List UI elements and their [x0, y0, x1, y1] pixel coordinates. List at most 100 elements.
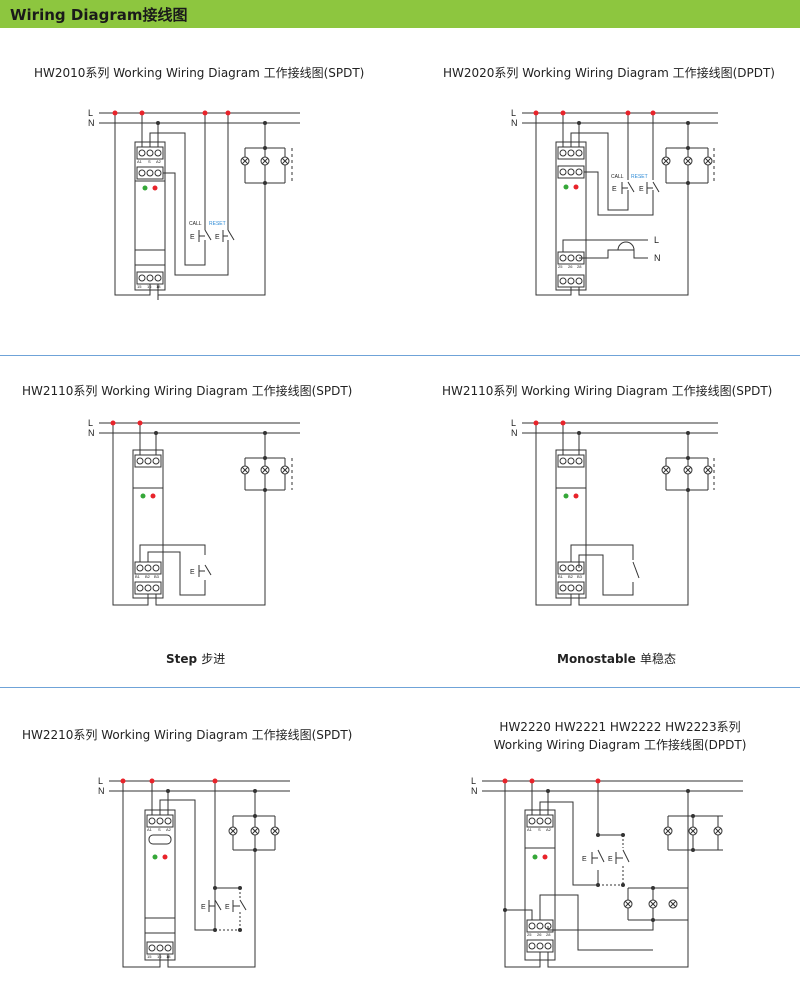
section-divider: [0, 355, 800, 356]
svg-text:B1: B1: [558, 574, 564, 579]
svg-text:S: S: [148, 159, 151, 164]
status-led-red: [162, 854, 168, 860]
svg-text:B3: B3: [154, 574, 160, 579]
svg-text:E: E: [582, 856, 587, 863]
svg-text:A2: A2: [156, 159, 162, 164]
wiring-diagram-hw2020: L N 25 26 28 L N CALL RESET E E: [511, 108, 718, 296]
n-label: N: [88, 118, 95, 128]
wiring-diagram-hw2220: L N A1 S A2 25 26 28 E E: [471, 776, 743, 968]
svg-text:L: L: [654, 235, 659, 245]
svg-text:E: E: [608, 856, 613, 863]
svg-text:A1: A1: [527, 827, 533, 832]
status-led-green: [142, 185, 148, 191]
caption-hw2110-step: HW2110系列 Working Wiring Diagram 工作接线图(SP…: [22, 384, 353, 398]
status-led-red: [573, 184, 579, 190]
lamp-icon: [661, 465, 671, 475]
svg-text:B1: B1: [135, 574, 141, 579]
svg-text:15: 15: [147, 954, 152, 959]
mode-en: Monostable: [557, 652, 636, 666]
svg-text:S: S: [158, 827, 161, 832]
svg-text:L: L: [471, 776, 476, 786]
svg-text:E: E: [612, 186, 617, 193]
reset-label: RESET: [209, 221, 226, 227]
svg-text:L: L: [98, 776, 103, 786]
wiring-diagram-hw2110-step: L N B1 B2 B3 E: [88, 418, 300, 606]
lamp-icon: [260, 156, 270, 166]
svg-text:A1: A1: [147, 827, 153, 832]
lamp-icon: [240, 465, 250, 475]
page-header: Wiring Diagram接线图: [0, 0, 800, 28]
wiring-diagram-hw2110-monostable: L N B1 B2 B3: [511, 418, 718, 606]
svg-text:B2: B2: [145, 574, 151, 579]
svg-text:CALL: CALL: [611, 174, 624, 180]
relay-module: [524, 809, 556, 961]
lamp-icon: [668, 899, 678, 909]
svg-text:N: N: [511, 118, 518, 128]
svg-text:26: 26: [568, 264, 573, 269]
svg-text:N: N: [98, 786, 105, 796]
status-led-red: [150, 493, 156, 499]
status-led-green: [152, 854, 158, 860]
lamp-icon: [661, 156, 671, 166]
wiring-diagram-hw2010: L N A1 S A2 15 16 18 CALL RESET E E: [88, 108, 300, 300]
lamp-icon: [683, 156, 693, 166]
lamp-icon: [688, 826, 698, 836]
svg-text:E: E: [190, 234, 195, 241]
relay-module: [144, 809, 176, 961]
caption-hw2220-line2: Working Wiring Diagram 工作接线图(DPDT): [493, 738, 747, 752]
caption-hw2220-line1: HW2220 HW2221 HW2222 HW2223系列: [499, 720, 741, 734]
mode-label-monostable: Monostable 单稳态: [557, 650, 676, 667]
lamp-icon: [228, 826, 238, 836]
lamp-icon: [240, 156, 250, 166]
lamp-icon: [250, 826, 260, 836]
lamp-icon: [280, 156, 290, 166]
lamp-icon: [703, 465, 713, 475]
wiring-diagram-hw2210: L N A1 S A2 15 16 18 E E: [98, 776, 290, 968]
page-title: Wiring Diagram接线图: [10, 6, 188, 24]
status-led-green: [140, 493, 146, 499]
svg-text:E: E: [639, 186, 644, 193]
status-led-red: [573, 493, 579, 499]
svg-text:A1: A1: [137, 159, 143, 164]
svg-text:E: E: [225, 904, 230, 911]
svg-text:E: E: [190, 569, 195, 576]
status-led-red: [542, 854, 548, 860]
mode-cn: 步进: [201, 652, 226, 666]
svg-text:S: S: [538, 827, 541, 832]
svg-text:E: E: [215, 234, 220, 241]
caption-hw2210: HW2210系列 Working Wiring Diagram 工作接线图(SP…: [22, 728, 353, 742]
svg-text:N: N: [88, 428, 95, 438]
call-label: CALL: [189, 221, 202, 227]
svg-text:E: E: [201, 904, 206, 911]
lamp-icon: [713, 826, 723, 836]
svg-text:B3: B3: [577, 574, 583, 579]
lamp-icon: [280, 465, 290, 475]
mode-label-step: Step 步进: [166, 650, 225, 667]
lamp-icon: [270, 826, 280, 836]
lamp-icon: [260, 465, 270, 475]
mode-cn: 单稳态: [639, 652, 676, 666]
relay-module: [134, 141, 166, 291]
status-led-green: [563, 493, 569, 499]
mode-en: Step: [166, 652, 198, 666]
svg-text:15: 15: [137, 284, 142, 289]
svg-text:25: 25: [558, 264, 563, 269]
svg-text:L: L: [511, 108, 516, 118]
svg-text:RESET: RESET: [631, 174, 648, 180]
svg-text:B2: B2: [568, 574, 574, 579]
svg-text:N: N: [511, 428, 518, 438]
svg-text:18: 18: [166, 954, 171, 959]
svg-text:A2: A2: [166, 827, 172, 832]
caption-hw2020: HW2020系列 Working Wiring Diagram 工作接线图(DP…: [443, 66, 775, 80]
svg-text:N: N: [654, 253, 661, 263]
lamp-icon: [648, 899, 658, 909]
lamp-icon: [623, 899, 633, 909]
status-led-red: [152, 185, 158, 191]
svg-text:28: 28: [546, 932, 551, 937]
section-divider: [0, 687, 800, 688]
lamp-icon: [683, 465, 693, 475]
caption-hw2110-mono: HW2110系列 Working Wiring Diagram 工作接线图(SP…: [442, 384, 773, 398]
svg-text:N: N: [471, 786, 478, 796]
svg-text:25: 25: [527, 932, 532, 937]
svg-text:26: 26: [537, 932, 542, 937]
